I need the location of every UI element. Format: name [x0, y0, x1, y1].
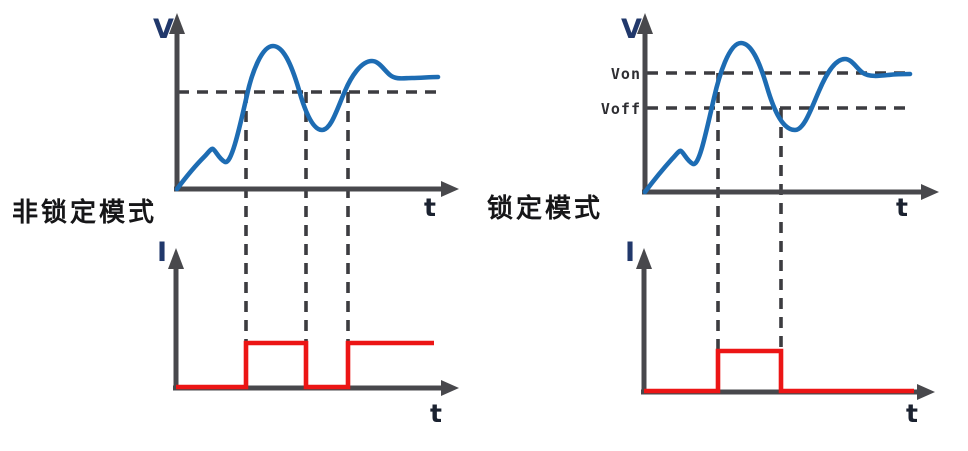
current-waveform — [176, 340, 434, 390]
voltage-plot: V t — [153, 13, 459, 222]
t-axis-label: t — [430, 399, 442, 428]
v-axis-arrowhead — [169, 13, 185, 34]
v-axis-arrowhead — [637, 13, 653, 34]
t-axis-label: t — [906, 399, 918, 428]
voltage-curve — [642, 40, 913, 195]
voff-label: Voff — [601, 100, 641, 118]
t-axis-arrowhead — [441, 181, 459, 197]
t-axis-label: t — [896, 193, 908, 222]
i-axis-label: I — [625, 237, 635, 268]
mode-label: 锁定模式 — [487, 193, 603, 223]
v-axis-label: V — [153, 14, 174, 45]
t-axis-label: t — [424, 193, 436, 222]
latching-panel: V t Von Voff I t 锁定模式 — [487, 13, 939, 428]
t-axis-arrowhead — [917, 384, 935, 400]
current-waveform — [644, 348, 914, 394]
t-axis-arrowhead — [441, 380, 459, 396]
von-label: Von — [611, 65, 641, 83]
voltage-curve — [174, 43, 441, 192]
t-axis-arrowhead — [921, 184, 939, 200]
mode-label: 非锁定模式 — [12, 197, 157, 227]
i-axis-arrowhead — [168, 248, 184, 269]
non-latching-panel: V t I t 非锁定模式 — [12, 13, 459, 428]
voltage-plot: V t Von Voff — [601, 13, 939, 222]
i-axis-label: I — [157, 237, 167, 268]
current-plot: I t — [625, 237, 935, 428]
i-axis-arrowhead — [636, 248, 652, 269]
v-axis-label: V — [621, 14, 642, 45]
current-plot: I t — [157, 237, 459, 428]
